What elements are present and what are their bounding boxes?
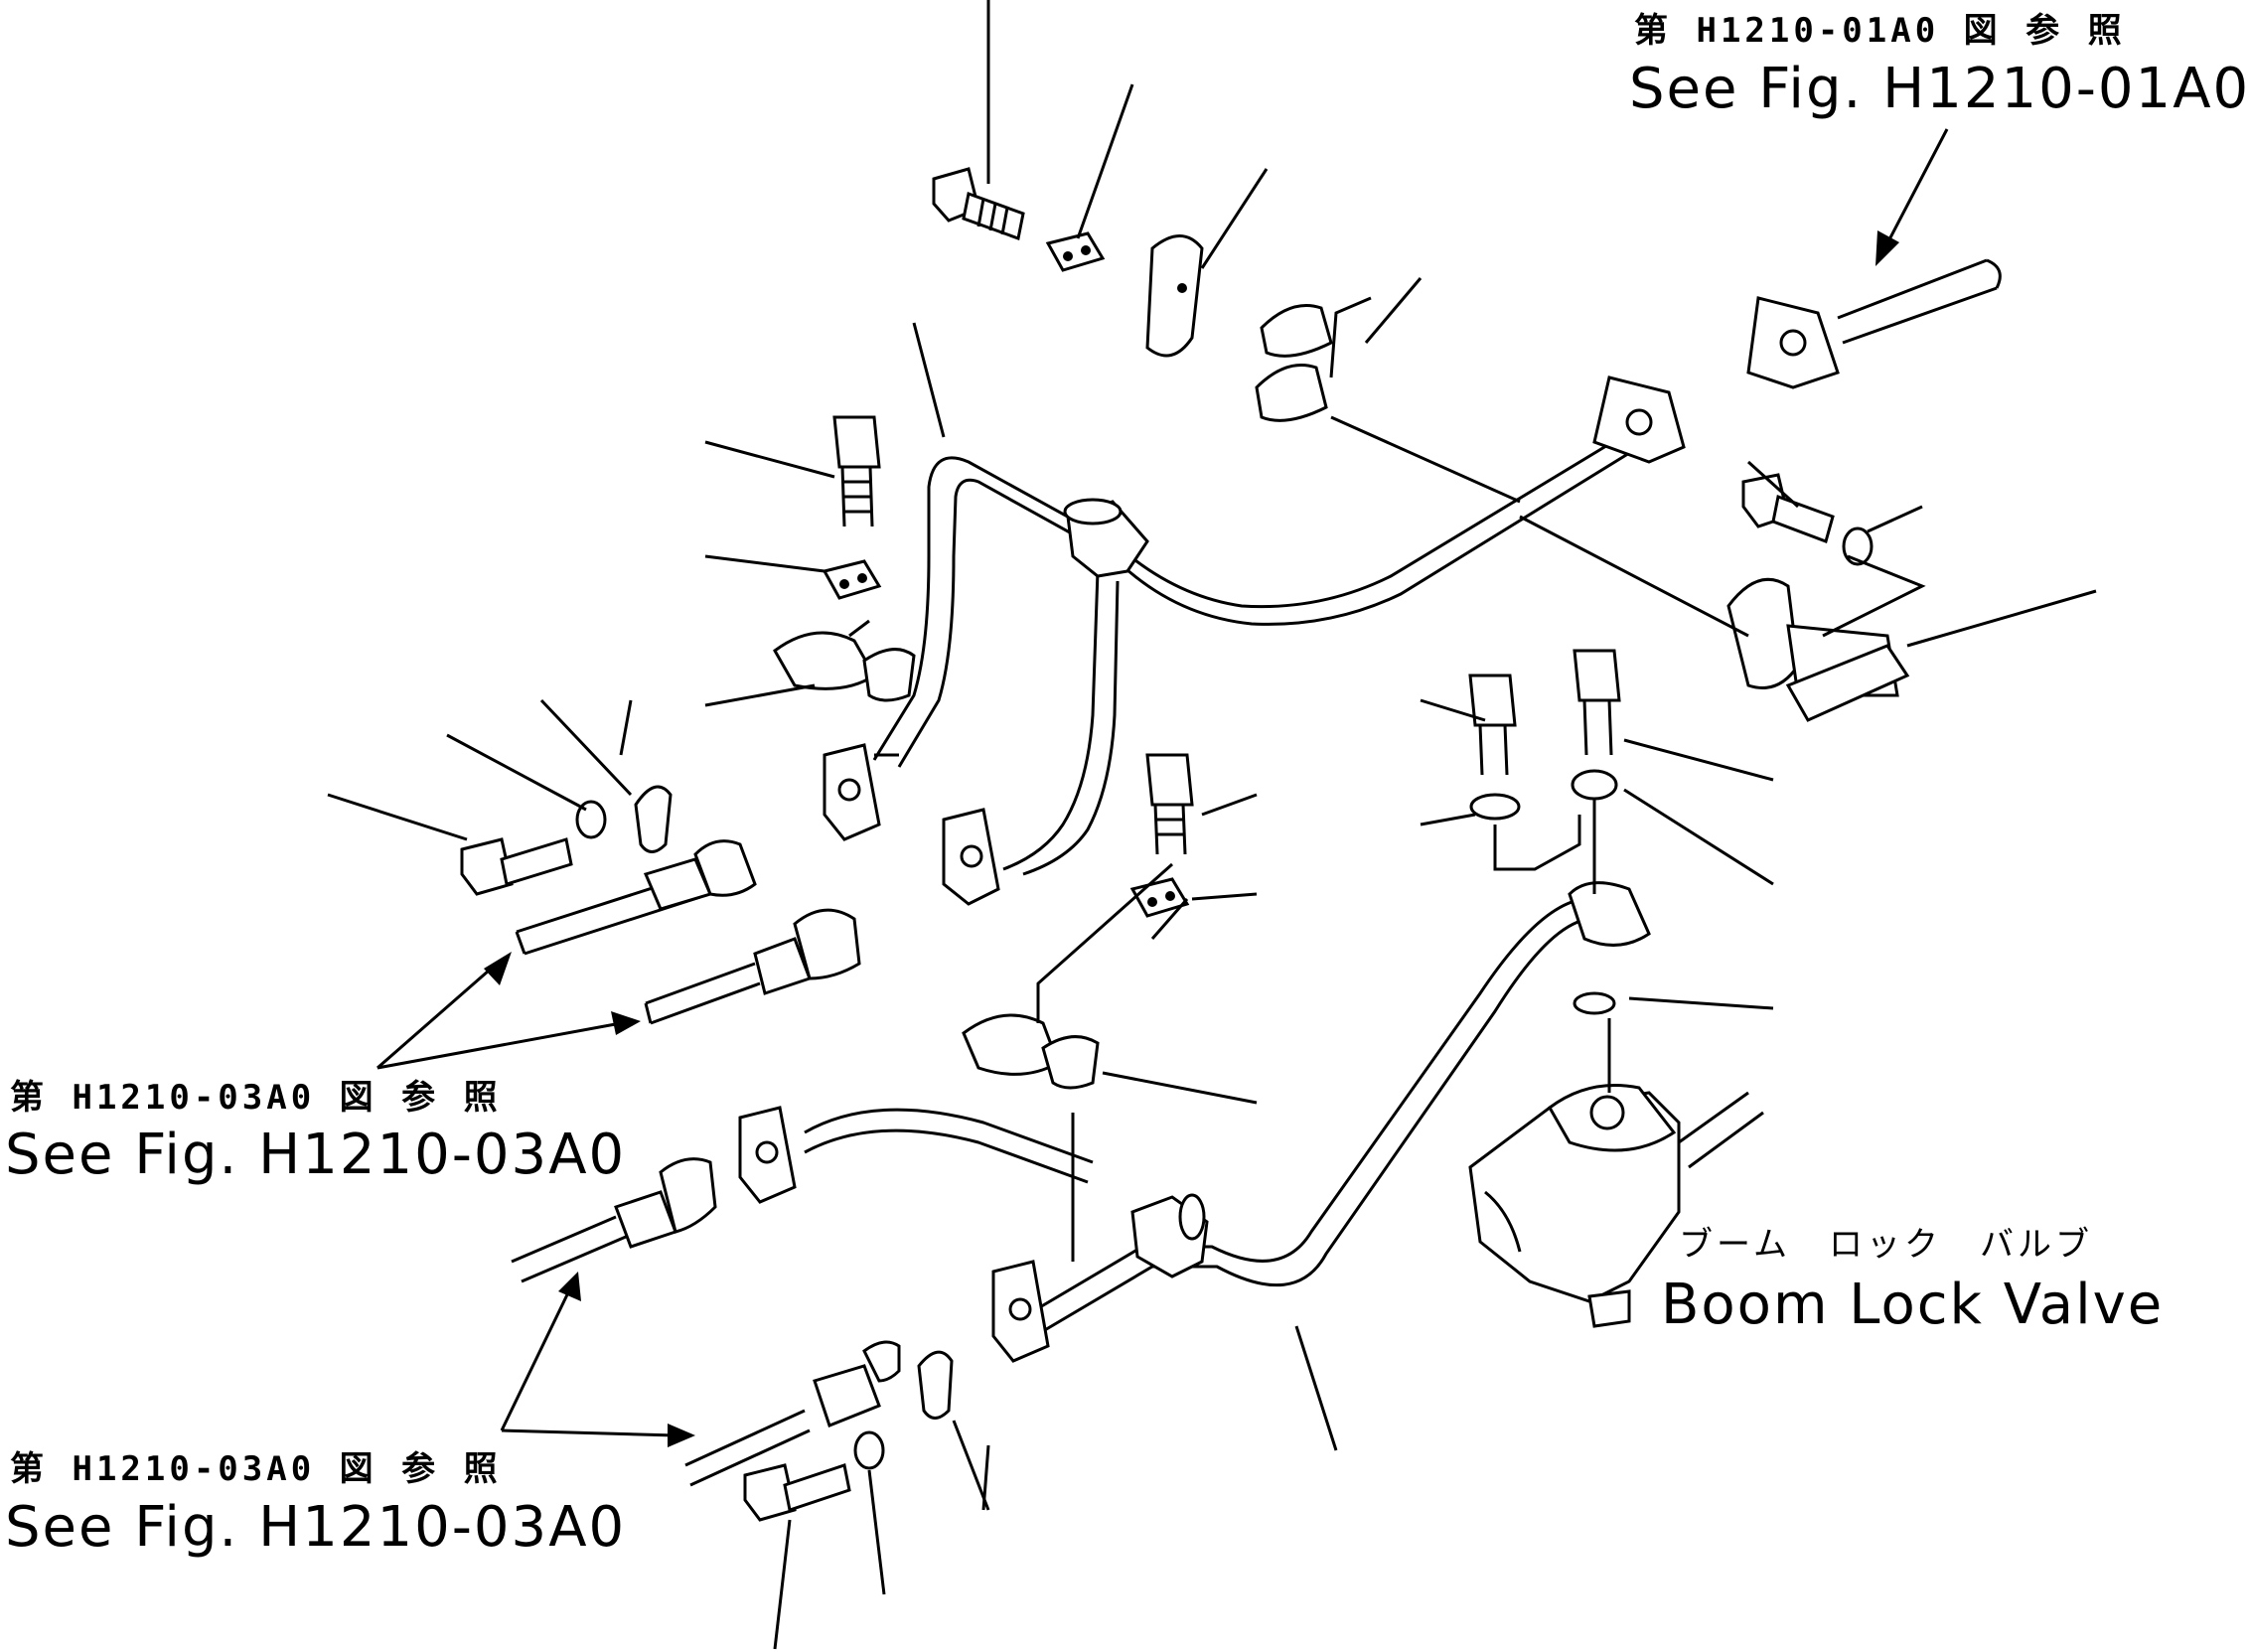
bolt-valve-left: [1468, 674, 1521, 821]
hose-mid-left-2: [644, 908, 861, 1025]
clamp-left: [634, 785, 673, 853]
clamp-top: [1145, 234, 1204, 358]
clamp-pair-top: [1255, 304, 1333, 422]
bolt-top: [932, 167, 1025, 241]
ref-top-right-en: See Fig. H1210-01A0: [1629, 57, 2250, 121]
split-flange-valve: [1568, 881, 1651, 1015]
lower-tee-fitting: [1130, 1193, 1209, 1278]
hose-top-right: [1746, 258, 2002, 389]
valve-label-jp: ブーム ロック バルブ: [1679, 1225, 2093, 1265]
ref-bottom-left-jp: 第 H1210-03A0 図 参 照: [10, 1449, 502, 1489]
reference-arrows: [376, 128, 1949, 1447]
clamp-bottom: [917, 1350, 954, 1420]
lower-pipe: [804, 897, 1590, 1333]
clamp-upper-left: [773, 631, 916, 702]
bolt-upper-left: [832, 415, 881, 527]
flange-lower-middle: [991, 1260, 1050, 1363]
ref-mid-left-jp: 第 H1210-03A0 図 参 照: [10, 1078, 502, 1118]
bolt-right: [1741, 473, 1874, 566]
clamp-middle: [962, 1013, 1100, 1090]
bolt-left: [460, 800, 607, 896]
flange-lower-left: [738, 1106, 797, 1204]
plate-top: [1045, 231, 1106, 272]
ref-top-right-jp: 第 H1210-01A0 図 参 照: [1634, 11, 2126, 51]
upper-pipe: [872, 430, 1640, 768]
ref-mid-left-en: See Fig. H1210-03A0: [5, 1123, 627, 1187]
bolt-valve-right: [1571, 649, 1621, 801]
flange-upper-left: [823, 743, 881, 841]
flange-middle: [942, 808, 1000, 906]
hose-bottom-left: [684, 1340, 901, 1487]
hose-lower-left: [511, 1157, 717, 1283]
leader-lines: [327, 0, 2097, 1650]
assembly-guide-lines: [619, 296, 1926, 1262]
middle-pipe: [1002, 570, 1120, 876]
bolt-middle: [1145, 753, 1194, 855]
plate-upper-left: [822, 559, 882, 600]
hose-mid-left-1: [515, 839, 757, 956]
bracket-right: [1726, 577, 1910, 722]
bolt-bottom: [743, 1430, 885, 1522]
valve-label-en: Boom Lock Valve: [1661, 1273, 2165, 1337]
upper-tee-fitting: [1063, 498, 1149, 578]
flange-upper-right: [1592, 375, 1686, 464]
ref-bottom-left-en: See Fig. H1210-03A0: [5, 1495, 627, 1560]
boom-lock-valve: [1468, 1084, 1764, 1328]
